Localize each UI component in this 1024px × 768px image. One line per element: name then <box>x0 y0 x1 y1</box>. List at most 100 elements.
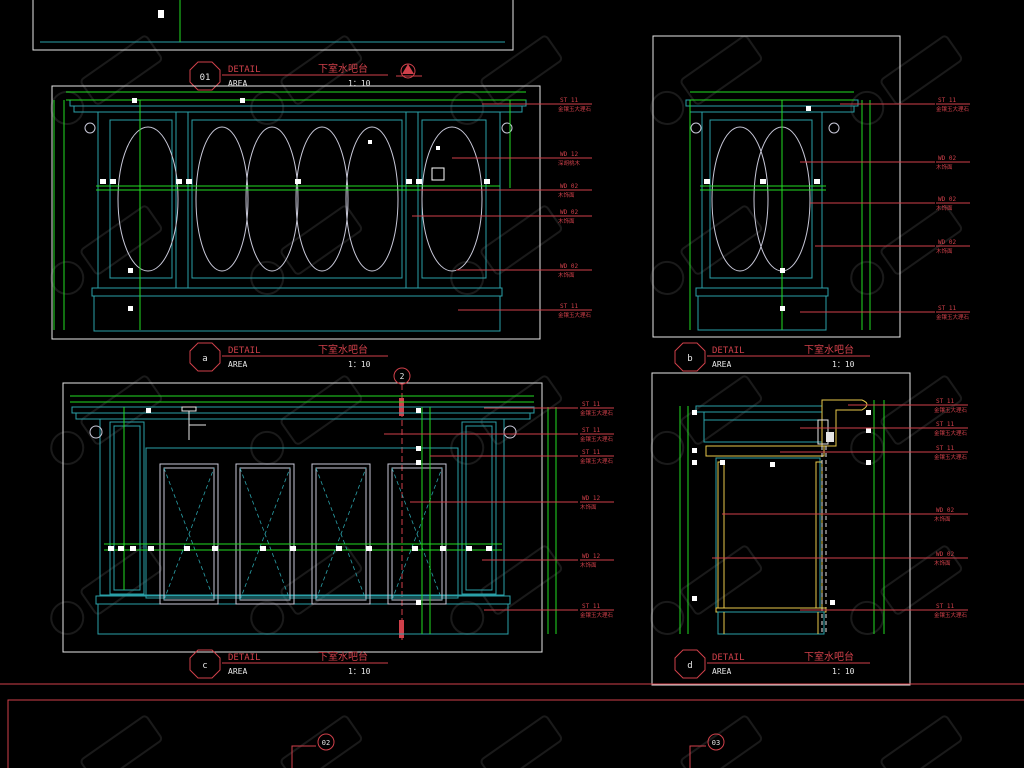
material-code: WD 02 <box>936 551 954 558</box>
detail-word: DETAIL <box>228 653 261 663</box>
view-marker-label: 01 <box>200 73 211 83</box>
view-title-text: 下室水吧台 <box>318 343 368 356</box>
material-code: ST 11 <box>938 305 956 312</box>
material-description: 深胡桃木 <box>558 159 581 167</box>
material-code: ST 11 <box>936 421 954 428</box>
material-description: 金镶玉大理石 <box>934 406 968 414</box>
material-code: WD 02 <box>938 155 956 162</box>
view-scale-text: 1：10 <box>348 79 371 88</box>
section-marker-label: 2 <box>400 372 405 381</box>
view-title-b: b DETAIL AREA 下室水吧台 1：10 <box>674 342 870 372</box>
view-title-01: 01 DETAIL AREA 下室水吧台 1：10 <box>189 61 422 91</box>
elevation-view-a <box>51 85 558 340</box>
material-code: ST 11 <box>560 97 578 104</box>
bottom-marker-label: 03 <box>712 739 720 747</box>
material-description: 木饰面 <box>580 503 597 511</box>
view-title-text: 下室水吧台 <box>318 650 368 663</box>
material-code: ST 11 <box>582 603 600 610</box>
material-code: WD 02 <box>936 507 954 514</box>
section-view-d <box>651 372 935 686</box>
view-scale-text: 1：10 <box>348 360 371 369</box>
material-code: WD 02 <box>938 239 956 246</box>
material-description: 金镶玉大理石 <box>936 105 970 113</box>
material-description: 木饰面 <box>580 561 597 569</box>
material-description: 金镶玉大理石 <box>934 453 968 461</box>
detail-word: DETAIL <box>712 346 745 356</box>
elevation-view-c: 2 <box>62 367 578 653</box>
view-frame <box>51 85 541 340</box>
material-code: WD 12 <box>582 495 600 502</box>
area-word: AREA <box>228 360 247 369</box>
material-description: 木饰面 <box>934 515 951 523</box>
detail-word: DETAIL <box>228 65 261 75</box>
material-description: 金镶玉大理石 <box>580 457 614 465</box>
area-word: AREA <box>228 79 247 88</box>
material-description: 木饰面 <box>934 559 951 567</box>
view-marker-label: b <box>687 354 692 364</box>
view-title-a: a DETAIL AREA 下室水吧台 1：10 <box>189 342 388 372</box>
material-description: 金镶玉大理石 <box>936 313 970 321</box>
view-marker-octagon <box>189 61 221 91</box>
material-description: 金镶玉大理石 <box>558 105 592 113</box>
view-marker-label: d <box>687 661 692 671</box>
material-code: ST 11 <box>582 427 600 434</box>
view-marker-label: c <box>202 661 207 671</box>
bottom-section-marker-1: 02 <box>291 733 335 768</box>
area-word: AREA <box>712 360 731 369</box>
elevation-view-b <box>652 35 935 338</box>
view-title-text: 下室水吧台 <box>318 62 368 75</box>
material-code: WD 12 <box>582 553 600 560</box>
view-title-d: d DETAIL AREA 下室水吧台 1：10 <box>674 649 870 679</box>
material-code: WD 12 <box>560 151 578 158</box>
material-code: ST 11 <box>938 97 956 104</box>
material-description: 木饰面 <box>558 191 575 199</box>
detail-word: DETAIL <box>712 653 745 663</box>
view-frame <box>652 35 901 338</box>
view-marker-label: a <box>202 354 207 364</box>
view-scale-text: 1：10 <box>832 360 855 369</box>
material-description: 金镶玉大理石 <box>934 611 968 619</box>
material-code: WD 02 <box>938 196 956 203</box>
material-code: ST 11 <box>936 445 954 452</box>
material-code: ST 11 <box>560 303 578 310</box>
view-title-text: 下室水吧台 <box>804 343 854 356</box>
view-frame <box>62 382 543 653</box>
view-title-c: c DETAIL AREA 下室水吧台 1：10 <box>189 649 388 679</box>
detail-word: DETAIL <box>228 346 261 356</box>
north-arrow-icon <box>396 63 422 79</box>
bottom-sheet-frame: 02 03 <box>0 683 1024 768</box>
material-code: ST 11 <box>582 449 600 456</box>
bottom-section-marker-2: 03 <box>689 733 725 768</box>
material-code: ST 11 <box>936 603 954 610</box>
material-description: 金镶玉大理石 <box>558 311 592 319</box>
material-code: WD 02 <box>560 209 578 216</box>
material-code: WD 02 <box>560 183 578 190</box>
view-title-text: 下室水吧台 <box>804 650 854 663</box>
material-description: 金镶玉大理石 <box>580 611 614 619</box>
view-frame <box>651 372 911 686</box>
